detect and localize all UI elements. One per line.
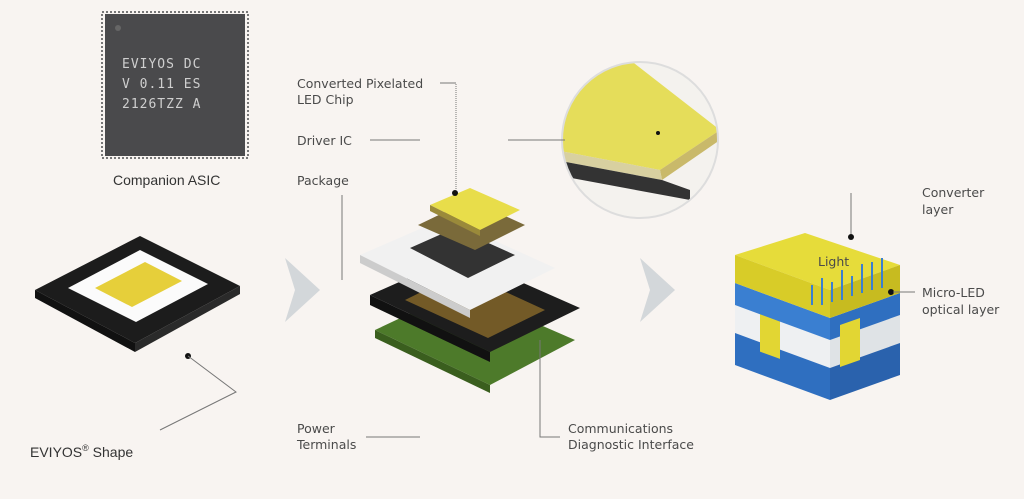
light-arrows xyxy=(811,258,883,305)
power-terminals-label-1: Power xyxy=(297,421,336,436)
asic-marking-line-1: EVIYOS DC xyxy=(122,57,201,72)
eviyos-shape-label: EVIYOS® Shape xyxy=(30,443,133,460)
communications-label-2: Diagnostic Interface xyxy=(568,437,694,452)
microled-pointer-dot xyxy=(888,289,894,295)
driver-ic-label: Driver IC xyxy=(297,133,352,148)
microled-layer-label-2: optical layer xyxy=(922,302,1000,317)
companion-asic-chip: EVIYOS DC V 0.11 ES 2126TZZ A xyxy=(101,11,249,159)
eviyos-shape-package xyxy=(35,236,240,352)
flow-arrow-icon xyxy=(285,258,320,322)
package-label: Package xyxy=(297,173,349,188)
power-terminals-label-2: Terminals xyxy=(296,437,356,452)
exploded-package-view xyxy=(360,188,580,393)
asic-marking-line-2: V 0.11 ES xyxy=(122,77,201,92)
chip-detail-magnifier xyxy=(561,61,719,219)
communications-label-1: Communications xyxy=(568,421,673,436)
asic-marking-line-3: 2126TZZ A xyxy=(122,97,201,112)
microled-layer-label-1: Micro-LED xyxy=(922,285,985,300)
converter-layer-label-1: Converter xyxy=(922,185,985,200)
converter-pointer-dot xyxy=(848,234,854,240)
chip-pointer-dot xyxy=(452,190,458,196)
light-label: Light xyxy=(818,254,849,269)
layer-stack-cube xyxy=(735,233,900,400)
flow-arrow-icon xyxy=(640,258,675,322)
converter-layer-label-2: layer xyxy=(922,202,954,217)
converted-chip-label-2: LED Chip xyxy=(297,92,354,107)
companion-asic-label: Companion ASIC xyxy=(113,172,220,188)
converted-chip-label-1: Converted Pixelated xyxy=(297,76,423,91)
